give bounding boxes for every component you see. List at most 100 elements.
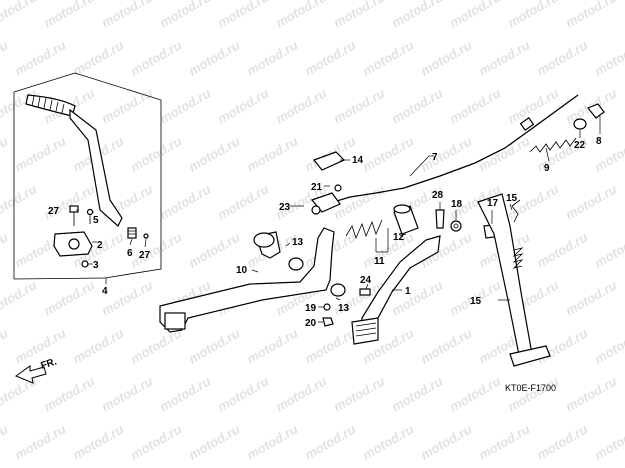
watermark-text: motod.ru <box>0 133 10 174</box>
watermark-text: motod.ru <box>186 421 242 462</box>
part-label-22: 21 <box>311 182 323 193</box>
front-arrow-icon <box>14 365 47 384</box>
part-label-12: 12 <box>393 232 405 243</box>
watermark-text: motod.ru <box>273 373 329 414</box>
watermark-text: motod.ru <box>70 421 126 462</box>
watermark-text: motod.ru <box>505 0 561 31</box>
watermark-text: motod.ru <box>389 373 445 414</box>
watermark-text: motod.ru <box>70 325 126 366</box>
part-label-9: 9 <box>544 163 550 174</box>
watermark-text: motod.ru <box>186 325 242 366</box>
watermark-text: motod.ru <box>389 85 445 126</box>
watermark-text: motod.ru <box>563 373 619 414</box>
watermark-text: motod.ru <box>563 0 619 31</box>
part-label-23: 22 <box>574 140 586 151</box>
watermark-text: motod.ru <box>447 85 503 126</box>
watermark-text: motod.ru <box>476 37 532 78</box>
watermark-text: motod.ru <box>0 0 39 31</box>
watermark-text: motod.ru <box>302 325 358 366</box>
watermark-text: motod.ru <box>563 85 619 126</box>
watermark-text: motod.ru <box>99 85 155 126</box>
watermark-text: motod.ru <box>621 277 625 318</box>
watermark-text: motod.ru <box>534 229 590 270</box>
watermark-text: motod.ru <box>128 133 184 174</box>
watermark-text: motod.ru <box>0 421 10 462</box>
part-label-15: 15 <box>470 296 482 307</box>
watermark-text: motod.ru <box>99 0 155 31</box>
watermark-text: motod.ru <box>302 37 358 78</box>
watermark-text: motod.ru <box>12 421 68 462</box>
brake-pedal <box>159 227 335 333</box>
part-label-2: 2 <box>97 240 103 251</box>
watermark-text: motod.ru <box>186 133 242 174</box>
watermark-text: motod.ru <box>0 325 10 366</box>
watermark-text: motod.ru <box>12 37 68 78</box>
watermark-text: motod.ru <box>128 421 184 462</box>
part-label-18: 17 <box>487 198 499 209</box>
watermark-text: motod.ru <box>41 373 97 414</box>
watermark-text: motod.ru <box>41 277 97 318</box>
watermark-text: motod.ru <box>215 373 271 414</box>
watermark-text: motod.ru <box>360 133 416 174</box>
watermark-text: motod.ru <box>418 133 474 174</box>
watermark-text: motod.ru <box>534 325 590 366</box>
watermark-text: motod.ru <box>215 0 271 31</box>
watermark-text: motod.ru <box>331 373 387 414</box>
part-label-3: 3 <box>93 260 99 271</box>
part-label-24: 23 <box>279 202 291 213</box>
watermark-text: motod.ru <box>418 37 474 78</box>
watermark-text: motod.ru <box>244 325 300 366</box>
watermark-text: motod.ru <box>244 133 300 174</box>
watermark-text: motod.ru <box>186 37 242 78</box>
watermark-text: motod.ru <box>476 133 532 174</box>
watermark-text: motod.ru <box>592 229 625 270</box>
watermark-text: motod.ru <box>128 37 184 78</box>
watermark-text: motod.ru <box>186 229 242 270</box>
watermark-text: motod.ru <box>70 37 126 78</box>
watermark-text: motod.ru <box>99 277 155 318</box>
fasteners-lower <box>322 283 371 327</box>
watermark-text: motod.ru <box>360 421 416 462</box>
part-label-7: 7 <box>432 152 438 163</box>
part-label-11: 11 <box>374 256 385 267</box>
watermark-text: motod.ru <box>621 373 625 414</box>
watermark-text: motod.ru <box>41 0 97 31</box>
watermark-text: motod.ru <box>621 0 625 31</box>
watermark-text: motod.ru <box>418 421 474 462</box>
part-label-20: 19 <box>305 303 317 314</box>
part-label-28: 28 <box>432 190 444 201</box>
watermark-text: motod.ru <box>0 181 39 222</box>
watermark-text: motod.ru <box>563 181 619 222</box>
part-label-14: 14 <box>352 155 364 166</box>
kick-arm <box>351 235 441 345</box>
tension-spring-group <box>529 103 605 153</box>
watermark-text: motod.ru <box>418 325 474 366</box>
part-label-1: 1 <box>405 286 411 297</box>
front-direction-indicator: FR. <box>14 356 58 384</box>
watermark-text: motod.ru <box>215 85 271 126</box>
part-label-27: 27 <box>48 206 60 217</box>
watermark-text: motod.ru <box>0 229 10 270</box>
watermark-text: motod.ru <box>360 37 416 78</box>
part-label-10: 10 <box>236 265 248 276</box>
watermark-text: motod.ru <box>447 373 503 414</box>
watermark-text: motod.ru <box>389 0 445 31</box>
watermark-text: motod.ru <box>621 85 625 126</box>
watermark-text: motod.ru <box>592 325 625 366</box>
watermark-text: motod.ru <box>0 277 39 318</box>
watermark-text: motod.ru <box>273 0 329 31</box>
watermark-text: motod.ru <box>621 181 625 222</box>
watermark-text: motod.ru <box>592 421 625 462</box>
watermark-text: motod.ru <box>505 373 561 414</box>
watermark-text: motod.ru <box>99 373 155 414</box>
part-label-4: 4 <box>102 286 108 297</box>
watermark-text: motod.ru <box>273 85 329 126</box>
watermark-text: motod.ru <box>0 373 39 414</box>
watermark-text: motod.ru <box>157 0 213 31</box>
watermark-text: motod.ru <box>12 133 68 174</box>
watermark-text: motod.ru <box>476 421 532 462</box>
watermark-text: motod.ru <box>447 0 503 31</box>
watermark-text: motod.ru <box>563 277 619 318</box>
